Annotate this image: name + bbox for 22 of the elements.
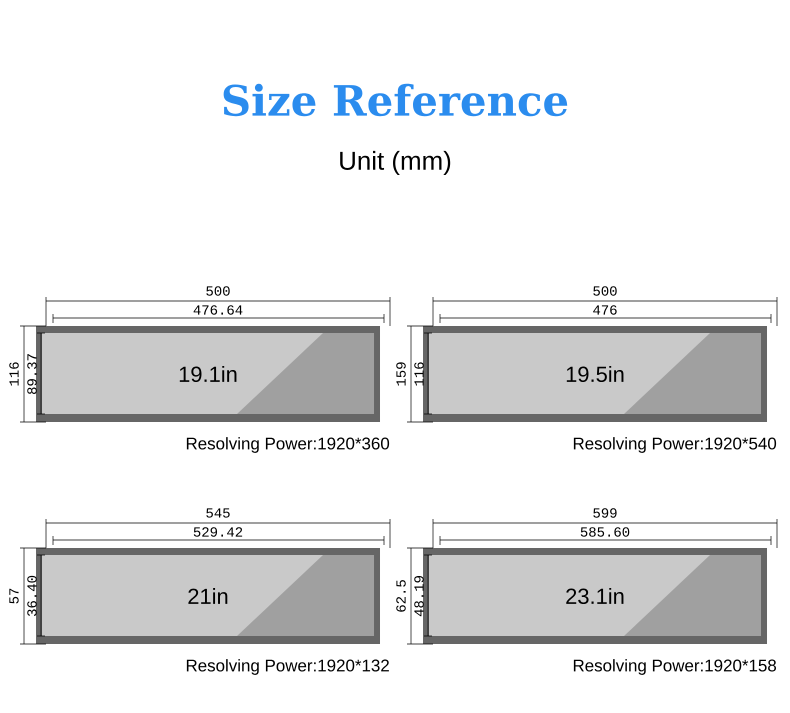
dimension-label: 116 — [414, 362, 424, 386]
screen-panel: 23.1in — [423, 548, 767, 644]
screen-panel: 19.1in — [36, 326, 380, 422]
resolution-note: Resolving Power:1920*158 — [574, 659, 776, 675]
dimension-label: 500 — [206, 286, 230, 296]
resolution-note: Resolving Power:1920*360 — [186, 437, 390, 453]
dimension-label: 500 — [593, 286, 617, 296]
title: Size Reference — [224, 84, 568, 116]
dimension-label: 48.19 — [414, 576, 424, 616]
resolution-note: Resolving Power:1920*132 — [186, 659, 389, 675]
dimension-label: 36.40 — [27, 576, 37, 616]
dimension-label: 89.37 — [27, 354, 37, 394]
dimension-label: 116 — [9, 362, 19, 386]
dimension-label: 545 — [206, 508, 230, 518]
dimension-label: 159 — [396, 362, 406, 386]
dimension-label: 57 — [9, 588, 19, 604]
dimension-label: 62.5 — [396, 580, 406, 612]
subtitle: Unit (mm) — [340, 150, 450, 176]
screen-panel: 21in — [36, 548, 380, 644]
resolution-note: Resolving Power:1920*540 — [574, 437, 776, 453]
screen-panel: 19.5in — [423, 326, 767, 422]
dimension-label: 599 — [593, 508, 617, 518]
